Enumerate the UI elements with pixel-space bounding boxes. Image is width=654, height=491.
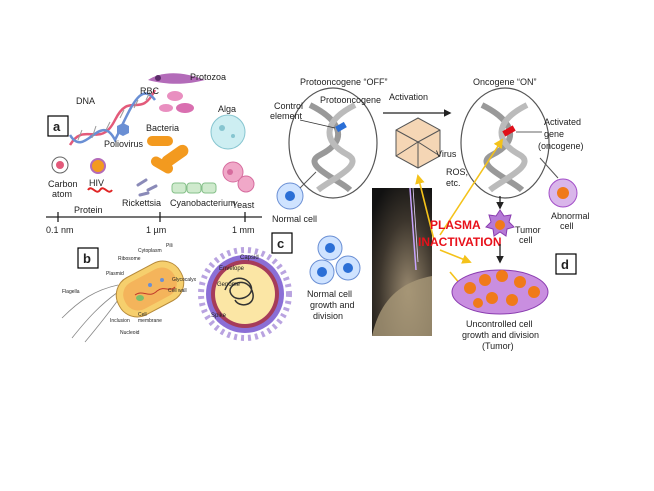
label-carbon-2: atom bbox=[52, 189, 72, 199]
dividing-cells-icon bbox=[309, 235, 361, 285]
label-protooncogene-off: Protooncogene “OFF” bbox=[300, 77, 388, 87]
plasma-jet-photo bbox=[372, 187, 432, 336]
label-flagella: Flagella bbox=[62, 289, 80, 295]
label-cell-membrane-1: Cell bbox=[138, 312, 147, 318]
plasma-label-1: PLASMA bbox=[430, 218, 481, 232]
label-inclusion: Inclusion bbox=[110, 318, 130, 324]
label-activated-gene-3: (oncogene) bbox=[538, 141, 584, 151]
label-spike: Spike bbox=[211, 313, 227, 319]
dna-helix-icon bbox=[68, 89, 157, 146]
label-cell-wall: Cell wall bbox=[168, 288, 187, 294]
panel-a-letter-box bbox=[47, 115, 69, 137]
label-cyanobacterium: Cyanobacterium bbox=[170, 198, 236, 208]
label-abnormal-cell-1: Abnormal bbox=[551, 211, 590, 221]
label-carbon-1: Carbon bbox=[48, 179, 78, 189]
bacteria-icon bbox=[147, 136, 189, 174]
label-virus: Virus bbox=[436, 149, 457, 159]
label-abnormal-cell-2: cell bbox=[560, 221, 574, 231]
tumor-mass-icon bbox=[451, 269, 549, 315]
label-cell-membrane-2: membrane bbox=[138, 318, 162, 324]
label-nucleoid: Nucleoid bbox=[120, 330, 140, 336]
label-activation: Activation bbox=[389, 92, 428, 102]
panel-b-letter-box bbox=[77, 247, 99, 269]
protozoa-icon bbox=[148, 73, 205, 84]
label-normal-growth-3: division bbox=[313, 311, 343, 321]
rbc-icon bbox=[159, 91, 194, 113]
label-normal-growth-2: growth and bbox=[310, 300, 355, 310]
label-control-element-2: element bbox=[270, 111, 303, 121]
hiv-icon bbox=[90, 158, 106, 174]
panel-d: Activation Oncogene “ON” Activated gene … bbox=[383, 77, 590, 351]
label-alga: Alga bbox=[218, 104, 236, 114]
label-uncontrolled-2: growth and division bbox=[462, 330, 539, 340]
protein-icon bbox=[87, 187, 113, 193]
label-tumor-cell-2: cell bbox=[519, 235, 533, 245]
dna-on-icon bbox=[480, 102, 529, 193]
yeast-icon bbox=[222, 161, 255, 193]
panel-c: Protooncogene “OFF” Control element Prot… bbox=[270, 77, 388, 321]
panel-a: a DNA RBC Protozoa Alga Poliovirus bbox=[46, 72, 262, 235]
label-normal-growth-1: Normal cell bbox=[307, 289, 352, 299]
panel-b: b Flagella Plasmid Ribosome Cytoplasm Pi… bbox=[61, 243, 197, 343]
label-uncontrolled-1: Uncontrolled cell bbox=[466, 319, 533, 329]
dna-off-icon bbox=[308, 102, 357, 193]
panel-b-letter: b bbox=[83, 251, 91, 266]
label-dna: DNA bbox=[76, 96, 95, 106]
cyanobacterium-icon bbox=[171, 182, 217, 194]
chromatin-zoom-on bbox=[460, 87, 550, 199]
scale-tick-2: 1 µm bbox=[146, 225, 166, 235]
label-cytoplasm: Cytoplasm bbox=[138, 248, 162, 254]
poliovirus-icon bbox=[117, 123, 129, 136]
virus-icon bbox=[395, 117, 441, 169]
rickettsia-icon bbox=[136, 178, 158, 197]
label-tumor-cell-1: Tumor bbox=[515, 225, 541, 235]
panel-c-letter: c bbox=[277, 236, 284, 251]
label-plasmid: Plasmid bbox=[106, 271, 124, 277]
panel-c-letter-box bbox=[271, 232, 293, 254]
label-capsid: Capsid bbox=[240, 255, 259, 261]
plasma-label-2: INACTIVATION bbox=[418, 235, 502, 249]
label-ros-1: ROS, bbox=[446, 167, 468, 177]
label-uncontrolled-3: (Tumor) bbox=[482, 341, 514, 351]
carbon-atom-icon bbox=[51, 156, 69, 174]
label-poliovirus: Poliovirus bbox=[104, 139, 144, 149]
label-genome: Genome bbox=[217, 282, 241, 288]
tumor-cell-icon bbox=[485, 209, 515, 237]
label-glycocalyx: Glycocalyx bbox=[172, 277, 197, 283]
label-pili: Pili bbox=[166, 243, 173, 249]
label-yeast: Yeast bbox=[232, 200, 255, 210]
label-control-element-1: Control bbox=[274, 101, 303, 111]
label-activated-gene-2: gene bbox=[544, 129, 564, 139]
label-bacteria: Bacteria bbox=[146, 123, 179, 133]
alga-icon bbox=[210, 114, 246, 150]
size-scale-bar bbox=[46, 212, 262, 222]
panel-virus: Capsid Envelope Genome Spike bbox=[198, 247, 292, 341]
panel-d-letter: d bbox=[561, 257, 569, 272]
label-oncogene-on: Oncogene “ON” bbox=[473, 77, 537, 87]
panel-a-letter: a bbox=[53, 119, 61, 134]
label-rickettsia: Rickettsia bbox=[122, 198, 161, 208]
label-activated-gene-1: Activated bbox=[544, 117, 581, 127]
bacterium-diagram-icon bbox=[61, 260, 185, 343]
label-ribosome: Ribosome bbox=[118, 256, 141, 262]
scale-tick-1: 0.1 nm bbox=[46, 225, 74, 235]
label-protozoa: Protozoa bbox=[190, 72, 226, 82]
panel-d-letter-box bbox=[555, 253, 577, 275]
scale-tick-3: 1 mm bbox=[232, 225, 255, 235]
enveloped-virus-icon bbox=[198, 247, 292, 341]
label-envelope: Envelope bbox=[219, 266, 245, 272]
label-protein: Protein bbox=[74, 205, 103, 215]
chromatin-zoom-off bbox=[288, 87, 378, 199]
label-normal-cell: Normal cell bbox=[272, 214, 317, 224]
label-hiv: HIV bbox=[89, 178, 104, 188]
label-ros-2: etc. bbox=[446, 178, 461, 188]
label-protooncogene: Protooncogene bbox=[320, 95, 381, 105]
label-rbc: RBC bbox=[140, 86, 160, 96]
